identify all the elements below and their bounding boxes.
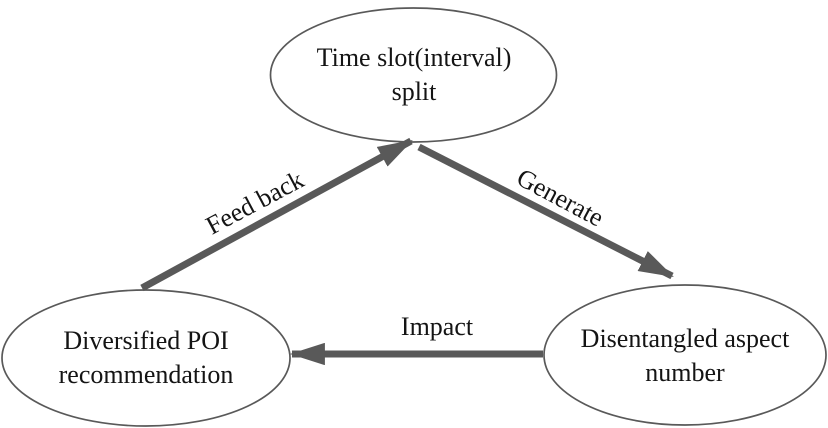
node-label-time-slot-split: Time slot(interval) split <box>316 43 512 106</box>
edge-feed-back-arrow <box>140 137 413 292</box>
edge-label-impact: Impact <box>400 312 474 341</box>
edge-generate-arrow <box>417 143 674 280</box>
node-label-disentangled-aspect-number: Disentangled aspect number <box>580 324 790 387</box>
node-label-diversified-poi-recommendation: Diversified POI recommendation <box>58 326 234 389</box>
node-ellipse-time-slot-split <box>269 7 558 143</box>
node-ellipse-disentangled-aspect-number <box>543 284 827 426</box>
